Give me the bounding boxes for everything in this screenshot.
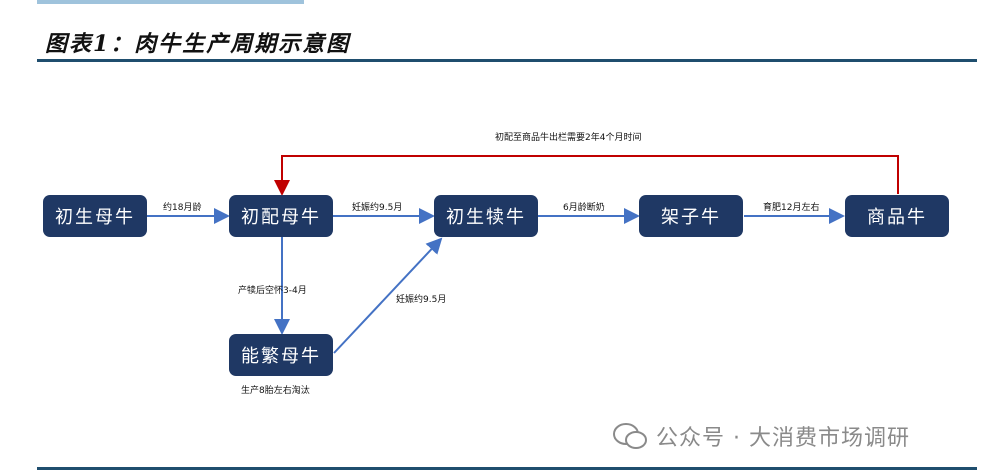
figure-title: 图表1：肉牛生产周期示意图 bbox=[45, 31, 351, 57]
arrow-top bbox=[274, 155, 899, 196]
arrow-e6 bbox=[333, 237, 443, 354]
edge-label-e6: 妊娠约9.5月 bbox=[396, 295, 447, 305]
edge-label-top: 初配至商品牛出栏需要2年4个月时间 bbox=[495, 133, 642, 143]
node-first-bred-heifer: 初配母牛 bbox=[229, 195, 333, 237]
bottom-rule bbox=[37, 467, 977, 470]
header-strip bbox=[37, 0, 304, 4]
watermark: 公众号 · 大消费市场调研 bbox=[612, 420, 910, 452]
cull-note: 生产8胎左右淘汰 bbox=[241, 386, 310, 396]
edge-label-e4: 育肥12月左右 bbox=[763, 203, 820, 213]
edge-label-e5: 产犊后空怀3-4月 bbox=[238, 286, 307, 296]
edge-label-e1: 约18月龄 bbox=[163, 203, 202, 213]
edge-label-e3: 6月龄断奶 bbox=[563, 203, 605, 213]
edge-label-e2: 妊娠约9.5月 bbox=[352, 203, 403, 213]
wechat-icon bbox=[613, 423, 647, 449]
node-first-born-heifer: 初生母牛 bbox=[43, 195, 147, 237]
node-breeding-cow: 能繁母牛 bbox=[229, 334, 333, 376]
title-rule bbox=[37, 59, 977, 62]
watermark-text: 公众号 · 大消费市场调研 bbox=[656, 426, 910, 451]
node-market-cattle: 商品牛 bbox=[845, 195, 949, 237]
node-feeder-cattle: 架子牛 bbox=[639, 195, 743, 237]
node-newborn-calf: 初生犊牛 bbox=[434, 195, 538, 237]
